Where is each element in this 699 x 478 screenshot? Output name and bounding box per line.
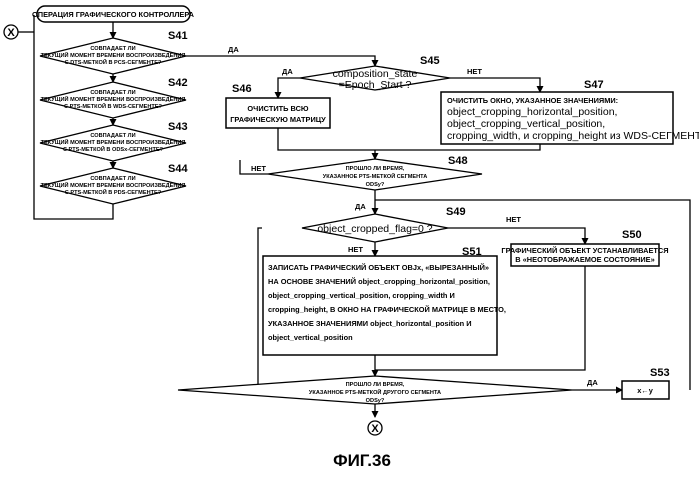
svg-text:cropping_width, и cropping_hei: cropping_width, и cropping_height из WDS… [447,130,699,142]
decision-s52: ПРОШЛО ЛИ ВРЕМЯ, УКАЗАННОЕ PTS-МЕТКОЙ ДР… [178,376,572,404]
start-terminator: ОПЕРАЦИЯ ГРАФИЧЕСКОГО КОНТРОЛЛЕРА [32,6,195,22]
yes-label-s52: ДА [587,378,598,387]
process-s46: ОЧИСТИТЬ ВСЮ ГРАФИЧЕСКУЮ МАТРИЦУ [226,98,330,128]
svg-text:ОЧИСТИТЬ ОКНО, УКАЗАННОЕ ЗНАЧЕ: ОЧИСТИТЬ ОКНО, УКАЗАННОЕ ЗНАЧЕНИЯМИ: [447,96,618,105]
svg-text:ПРОШЛО ЛИ ВРЕМЯ,: ПРОШЛО ЛИ ВРЕМЯ, [346,166,405,172]
svg-text:object_cropping_vertical_posit: object_cropping_vertical_position, cropp… [268,291,455,300]
svg-text:cropping_height, В ОКНО НА ГРА: cropping_height, В ОКНО НА ГРАФИЧЕСКОЙ М… [268,305,506,314]
process-s53: x←y [622,381,669,399]
step-label-s48: S48 [448,155,468,167]
svg-text:С PTS-МЕТКОЙ В ODSx-СЕГМЕНТЕ?: С PTS-МЕТКОЙ В ODSx-СЕГМЕНТЕ? [63,145,164,153]
connector-x-top: X [4,25,18,39]
svg-text:object_vertical_position: object_vertical_position [268,333,353,342]
step-label-s53: S53 [650,367,670,379]
step-label-s42: S42 [168,77,188,89]
svg-text:ЗАПИСАТЬ ГРАФИЧЕСКИЙ ОБЪЕКТ OB: ЗАПИСАТЬ ГРАФИЧЕСКИЙ ОБЪЕКТ OBJx, «ВЫРЕЗ… [268,263,489,272]
step-label-s46: S46 [232,83,252,95]
svg-text:ТЕКУЩИЙ МОМЕНТ ВРЕМЕНИ ВОСПРОИ: ТЕКУЩИЙ МОМЕНТ ВРЕМЕНИ ВОСПРОИЗВЕДЕНИЯ [41,181,186,189]
step-label-s44: S44 [168,163,188,175]
decision-s42: СОВПАДАЕТ ЛИ ТЕКУЩИЙ МОМЕНТ ВРЕМЕНИ ВОСП… [40,82,186,118]
step-label-s51: S51 [462,246,482,258]
decision-s43: СОВПАДАЕТ ЛИ ТЕКУЩИЙ МОМЕНТ ВРЕМЕНИ ВОСП… [40,125,186,161]
svg-text:СОВПАДАЕТ ЛИ: СОВПАДАЕТ ЛИ [90,133,135,139]
decision-s41: СОВПАДАЕТ ЛИ ТЕКУЩИЙ МОМЕНТ ВРЕМЕНИ ВОСП… [40,38,186,74]
svg-text:=Epoch_Start ?: =Epoch_Start ? [339,79,412,91]
svg-text:ODSy?: ODSy? [366,182,385,188]
svg-text:УКАЗАННОЕ PTS-МЕТКОЙ ДРУГОГО С: УКАЗАННОЕ PTS-МЕТКОЙ ДРУГОГО СЕГМЕНТА [309,388,441,396]
svg-text:СОВПАДАЕТ ЛИ: СОВПАДАЕТ ЛИ [90,46,135,52]
svg-text:ГРАФИЧЕСКУЮ МАТРИЦУ: ГРАФИЧЕСКУЮ МАТРИЦУ [230,115,326,124]
yes-label-s41: ДА [228,45,239,54]
decision-s44: СОВПАДАЕТ ЛИ ТЕКУЩИЙ МОМЕНТ ВРЕМЕНИ ВОСП… [40,168,186,204]
step-label-s50: S50 [622,229,642,241]
yes-label-s48: ДА [355,202,366,211]
step-label-s43: S43 [168,121,188,133]
yes-label-s45: ДА [282,67,293,76]
process-s50: ГРАФИЧЕСКИЙ ОБЪЕКТ УСТАНАВЛИВАЕТСЯ В «НЕ… [501,244,668,266]
step-label-s45: S45 [420,55,440,67]
no-label-s49: НЕТ [506,215,521,224]
process-s47: ОЧИСТИТЬ ОКНО, УКАЗАННОЕ ЗНАЧЕНИЯМИ: obj… [441,92,699,144]
svg-text:X: X [371,423,379,435]
svg-text:x←y: x←y [637,386,654,395]
no-label-s48: НЕТ [251,164,266,173]
svg-text:УКАЗАННОЕ PTS-МЕТКОЙ СЕГМЕНТА: УКАЗАННОЕ PTS-МЕТКОЙ СЕГМЕНТА [323,172,428,180]
svg-text:УКАЗАННОЕ ЗНАЧЕНИЯМИ object_ho: УКАЗАННОЕ ЗНАЧЕНИЯМИ object_horizontal_p… [268,319,472,328]
svg-text:С PTS-МЕТКОЙ В WDS-СЕГМЕНТЕ?: С PTS-МЕТКОЙ В WDS-СЕГМЕНТЕ? [64,102,163,110]
svg-text:object_cropped_flag=0 ?: object_cropped_flag=0 ? [317,223,432,235]
svg-text:ТЕКУЩИЙ МОМЕНТ ВРЕМЕНИ ВОСПРОИ: ТЕКУЩИЙ МОМЕНТ ВРЕМЕНИ ВОСПРОИЗВЕДЕНИЯ [41,51,186,59]
decision-s49: object_cropped_flag=0 ? [302,214,448,242]
no-label-s49b: НЕТ [348,245,363,254]
process-s51: ЗАПИСАТЬ ГРАФИЧЕСКИЙ ОБЪЕКТ OBJx, «ВЫРЕЗ… [263,256,506,355]
connector-x-bottom: X [368,421,382,435]
svg-text:ПРОШЛО ЛИ ВРЕМЯ,: ПРОШЛО ЛИ ВРЕМЯ, [346,382,405,388]
svg-text:object_cropping_horizontal_pos: object_cropping_horizontal_position, [447,106,617,118]
step-label-s47: S47 [584,79,604,91]
svg-text:object_cropping_vertical_posit: object_cropping_vertical_position, [447,118,605,130]
svg-text:С PTS-МЕТКОЙ В PDS-СЕГМЕНТЕ?: С PTS-МЕТКОЙ В PDS-СЕГМЕНТЕ? [65,188,162,196]
svg-text:ТЕКУЩИЙ МОМЕНТ ВРЕМЕНИ ВОСПРОИ: ТЕКУЩИЙ МОМЕНТ ВРЕМЕНИ ВОСПРОИЗВЕДЕНИЯ [41,138,186,146]
decision-s45: composition_state =Epoch_Start ? [300,66,450,91]
svg-text:В «НЕОТОБРАЖАЕМОЕ СОСТОЯНИЕ»: В «НЕОТОБРАЖАЕМОЕ СОСТОЯНИЕ» [515,255,654,264]
svg-text:X: X [7,27,15,39]
step-label-s41: S41 [168,30,188,42]
svg-text:ТЕКУЩИЙ МОМЕНТ ВРЕМЕНИ ВОСПРОИ: ТЕКУЩИЙ МОМЕНТ ВРЕМЕНИ ВОСПРОИЗВЕДЕНИЯ [41,95,186,103]
svg-text:ODSy?: ODSy? [366,398,385,404]
svg-text:НА ОСНОВЕ ЗНАЧЕНИЙ object_crop: НА ОСНОВЕ ЗНАЧЕНИЙ object_cropping_horiz… [268,277,490,286]
svg-text:ОЧИСТИТЬ ВСЮ: ОЧИСТИТЬ ВСЮ [247,104,309,113]
no-label-s45: НЕТ [467,67,482,76]
svg-text:СОВПАДАЕТ ЛИ: СОВПАДАЕТ ЛИ [90,90,135,96]
svg-text:ГРАФИЧЕСКИЙ ОБЪЕКТ УСТАНАВЛИВА: ГРАФИЧЕСКИЙ ОБЪЕКТ УСТАНАВЛИВАЕТСЯ [501,246,668,255]
svg-text:ОПЕРАЦИЯ ГРАФИЧЕСКОГО КОНТРОЛЛ: ОПЕРАЦИЯ ГРАФИЧЕСКОГО КОНТРОЛЛЕРА [32,10,195,19]
svg-text:С DTS-МЕТКОЙ В PCS-СЕГМЕНТЕ?: С DTS-МЕТКОЙ В PCS-СЕГМЕНТЕ? [65,58,162,66]
svg-text:СОВПАДАЕТ ЛИ: СОВПАДАЕТ ЛИ [90,176,135,182]
step-label-s49: S49 [446,206,466,218]
figure-caption: ФИГ.36 [333,451,391,470]
